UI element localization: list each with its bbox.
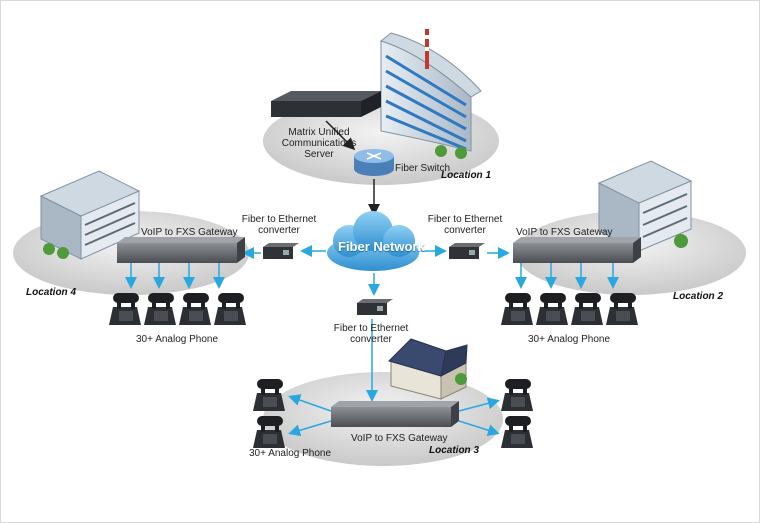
server-to-switch-line xyxy=(325,120,356,151)
location-4-label: Location 4 xyxy=(26,287,77,298)
phones-bottom-label: 30+ Analog Phone xyxy=(249,448,332,459)
gateway-bottom-label: VoIP to FXS Gateway xyxy=(351,433,448,444)
gateway-right-label: VoIP to FXS Gateway xyxy=(516,227,613,238)
bottom-phone-link-1 xyxy=(288,394,332,412)
phone-icon xyxy=(501,293,533,325)
converter-right-label: Fiber to Ethernet converter xyxy=(427,214,503,236)
building-icon-location-1 xyxy=(379,29,482,159)
bottom-phone-link-4 xyxy=(458,420,500,437)
phone-icon xyxy=(253,416,285,448)
phone-icon xyxy=(501,379,533,411)
gateway-icon-left xyxy=(117,237,245,263)
location-1-label: Location 1 xyxy=(441,170,492,181)
phone-icon xyxy=(109,293,141,325)
building-icon-location-4 xyxy=(39,170,141,260)
phones-left-label: 30+ Analog Phone xyxy=(136,334,219,345)
converter-bottom-label: Fiber to Ethernet converter xyxy=(333,323,409,345)
bottom-phone-link-2 xyxy=(288,420,332,437)
location-2-label: Location 2 xyxy=(673,291,724,302)
fiber-switch-label: Fiber Switch xyxy=(395,163,451,174)
phones-right-label: 30+ Analog Phone xyxy=(528,334,611,345)
phone-icon xyxy=(536,293,568,325)
building-icon-location-2 xyxy=(597,160,693,252)
gateway-icon-bottom xyxy=(331,401,459,427)
phone-icon xyxy=(606,293,638,325)
phone-icon xyxy=(253,379,285,411)
phone-icon xyxy=(571,293,603,325)
fiber-network-label: Fiber Network xyxy=(338,239,425,254)
phone-icon xyxy=(501,416,533,448)
server-label: Matrix Unified Communications Server xyxy=(281,127,357,160)
cloud-icon xyxy=(327,211,419,271)
converter-icon-bottom xyxy=(357,299,393,315)
server-icon xyxy=(271,91,381,117)
converter-icon-left xyxy=(263,243,299,259)
gateway-icon-right xyxy=(513,237,641,263)
building-icon-location-3 xyxy=(388,338,468,400)
phone-icon xyxy=(214,293,246,325)
gateway-left-label: VoIP to FXS Gateway xyxy=(141,227,238,238)
converter-icon-right xyxy=(449,243,485,259)
location-3-label: Location 3 xyxy=(429,445,480,456)
phone-icon xyxy=(144,293,176,325)
converter-left-label: Fiber to Ethernet converter xyxy=(241,214,317,236)
fiber-switch-icon xyxy=(354,149,394,176)
bottom-phone-link-3 xyxy=(458,397,500,412)
phone-icon xyxy=(179,293,211,325)
